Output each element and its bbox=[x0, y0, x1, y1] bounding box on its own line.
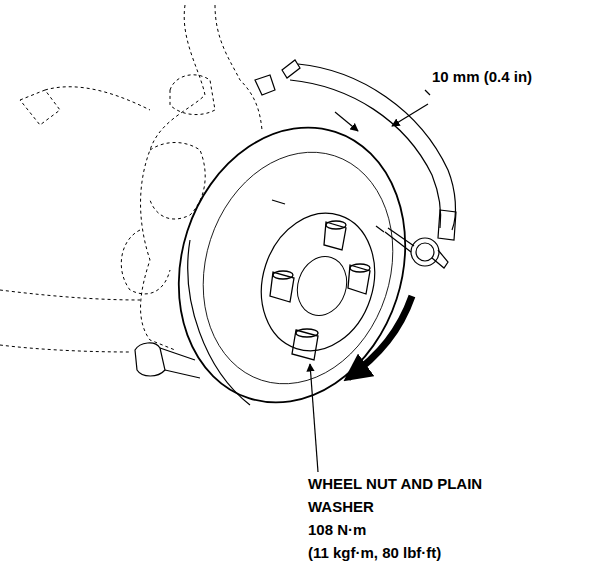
caliper-bracket bbox=[135, 343, 200, 378]
part-label: (11 kgf·m, 80 lbf·ft) bbox=[308, 541, 548, 564]
part-label: 108 N·m bbox=[308, 518, 488, 541]
rotation-arrow bbox=[348, 296, 412, 378]
dimension-arrow bbox=[335, 90, 430, 131]
part-label: WHEEL NUT AND PLAIN WASHER bbox=[308, 472, 488, 518]
wheel-stud bbox=[270, 200, 370, 360]
knuckle bbox=[0, 5, 262, 352]
dial-indicator bbox=[255, 60, 456, 268]
leader-line bbox=[310, 364, 318, 472]
brake-disc bbox=[144, 98, 440, 432]
dimension-label: 10 mm (0.4 in) bbox=[432, 65, 587, 88]
